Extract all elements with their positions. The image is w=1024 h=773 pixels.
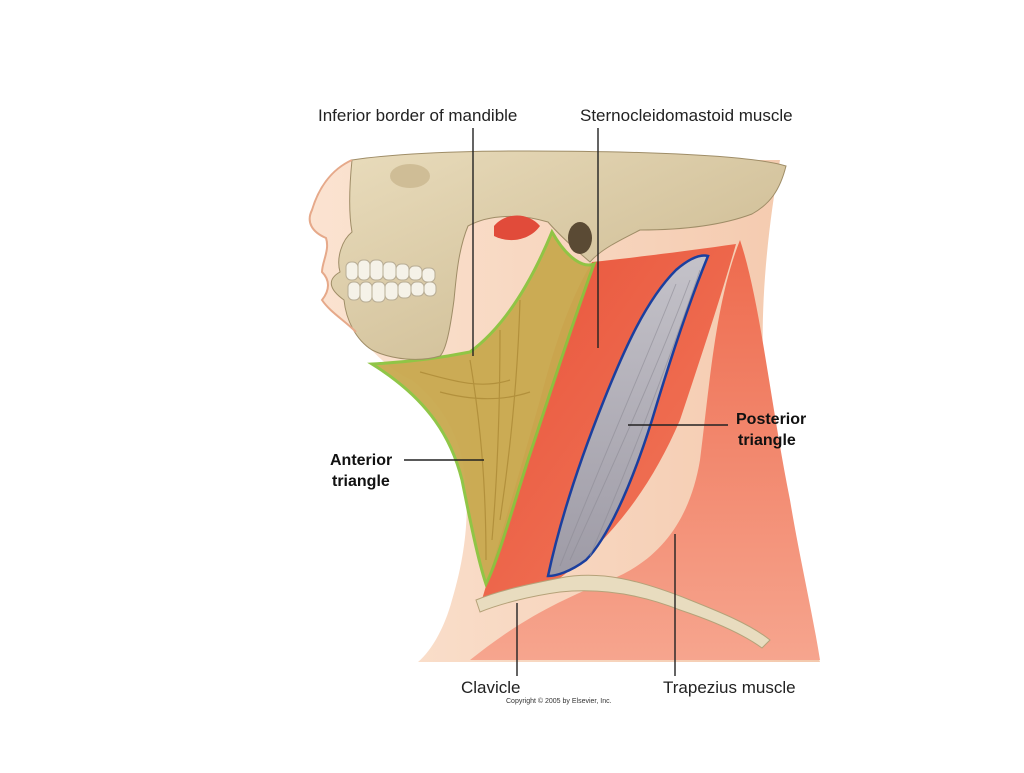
posterior-striations (559, 269, 701, 567)
label-inferior-border-mandible: Inferior border of mandible (318, 106, 518, 125)
leader-lines (404, 128, 728, 676)
label-sternocleidomastoid: Sternocleidomastoid muscle (580, 106, 793, 125)
anterior-muscle-striations (419, 299, 531, 561)
mandibular-notch (494, 215, 540, 241)
face-profile (308, 159, 357, 333)
anterior-triangle-region (367, 228, 597, 588)
label-posterior-line2: triangle (738, 432, 796, 449)
orbit (390, 164, 430, 188)
external-acoustic-meatus (568, 222, 592, 254)
trapezius-muscle (470, 240, 820, 660)
label-trapezius: Trapezius muscle (663, 678, 796, 697)
label-posterior-line1: Posterior (736, 411, 807, 428)
label-clavicle: Clavicle (461, 678, 521, 697)
label-anterior-line1: Anterior (330, 452, 393, 469)
label-anterior-line2: triangle (332, 473, 390, 490)
teeth (345, 259, 437, 303)
copyright-notice: Copyright © 2005 by Elsevier, Inc. (506, 698, 612, 705)
clavicle-bone (475, 574, 771, 649)
